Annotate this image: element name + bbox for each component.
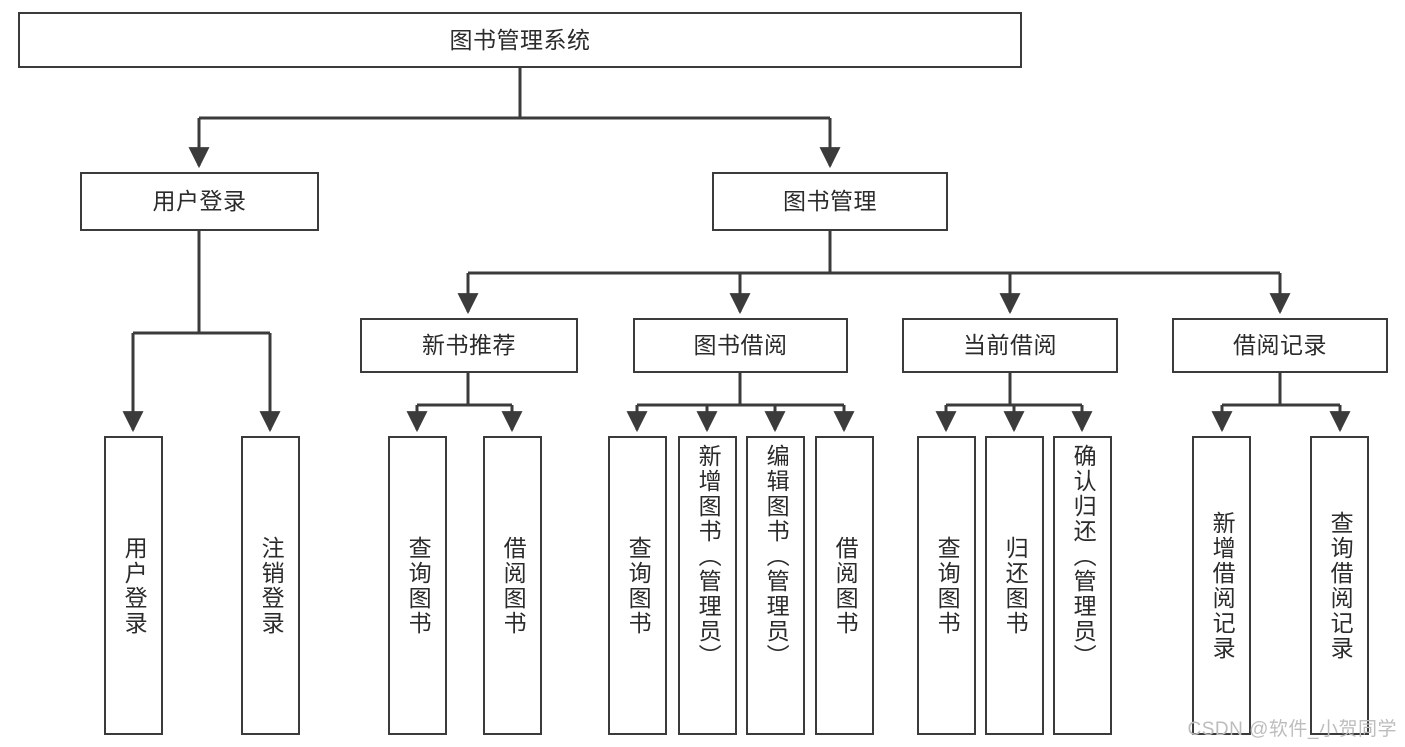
node-book-management[interactable]: 图书管理: [712, 172, 948, 231]
node-label: 查询图书: [405, 535, 432, 636]
node-label: 查询借阅记录: [1327, 510, 1354, 661]
leaf-borrow-query-book[interactable]: 查询图书: [608, 436, 667, 735]
leaf-borrow-borrow-book[interactable]: 借阅图书: [815, 436, 874, 735]
node-label: 新书推荐: [422, 332, 516, 359]
node-current-borrow[interactable]: 当前借阅: [902, 318, 1118, 373]
node-label: 当前借阅: [963, 332, 1057, 359]
node-label: 图书借阅: [693, 332, 788, 359]
node-label: 图书管理系统: [449, 26, 591, 53]
node-label: 编辑图书（管理员）: [763, 444, 790, 669]
leaf-recommend-borrow-book[interactable]: 借阅图书: [483, 436, 542, 735]
node-label: 用户登录: [121, 535, 148, 636]
leaf-current-return-book[interactable]: 归还图书: [985, 436, 1044, 735]
node-root-system[interactable]: 图书管理系统: [18, 12, 1022, 68]
node-label: 归还图书: [1002, 535, 1029, 636]
node-label: 查询图书: [934, 535, 961, 636]
leaf-recommend-query-book[interactable]: 查询图书: [388, 436, 447, 735]
node-label: 借阅图书: [500, 535, 527, 636]
watermark-text: CSDN @软件_小贺同学: [1187, 719, 1397, 740]
leaf-user-login-logout[interactable]: 注销登录: [241, 436, 300, 735]
leaf-borrow-add-book-admin[interactable]: 新增图书（管理员）: [678, 436, 737, 735]
node-label: 借阅记录: [1233, 332, 1327, 359]
node-new-book-recommend[interactable]: 新书推荐: [360, 318, 578, 373]
node-label: 注销登录: [258, 535, 285, 636]
node-book-borrow[interactable]: 图书借阅: [633, 318, 848, 373]
node-label: 确认归还（管理员）: [1070, 444, 1097, 669]
leaf-current-confirm-return-admin[interactable]: 确认归还（管理员）: [1053, 436, 1112, 735]
leaf-record-query-record[interactable]: 查询借阅记录: [1310, 436, 1369, 735]
node-label: 新增借阅记录: [1209, 510, 1236, 661]
node-label: 查询图书: [625, 535, 652, 636]
leaf-borrow-edit-book-admin[interactable]: 编辑图书（管理员）: [746, 436, 805, 735]
leaf-record-add-record[interactable]: 新增借阅记录: [1192, 436, 1251, 735]
leaf-user-login-login[interactable]: 用户登录: [104, 436, 163, 735]
node-label: 用户登录: [152, 188, 247, 215]
node-user-login[interactable]: 用户登录: [80, 172, 319, 231]
node-label: 图书管理: [783, 188, 877, 215]
node-label: 新增图书（管理员）: [695, 444, 722, 669]
node-label: 借阅图书: [832, 535, 859, 636]
node-borrow-record[interactable]: 借阅记录: [1172, 318, 1388, 373]
leaf-current-query-book[interactable]: 查询图书: [917, 436, 976, 735]
